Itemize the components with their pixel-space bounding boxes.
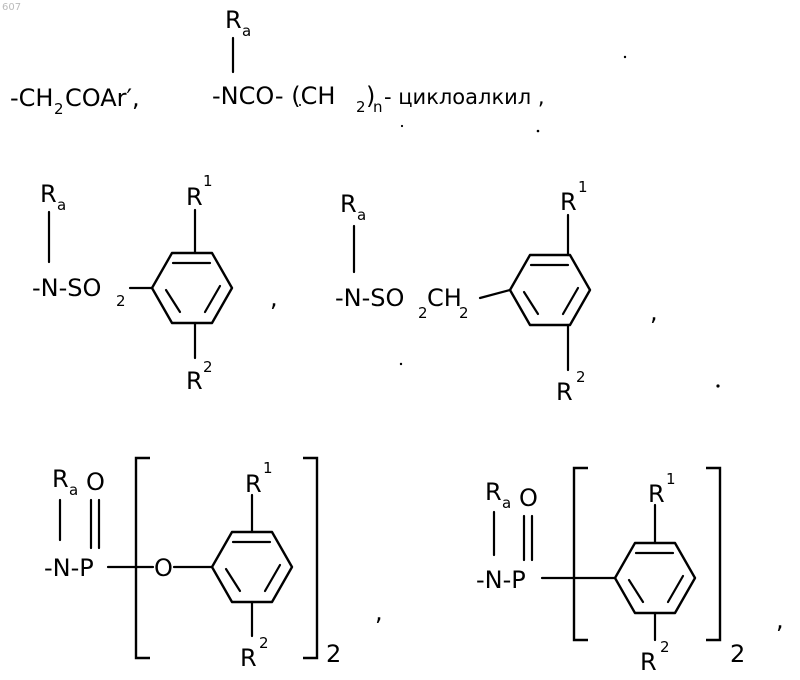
p2-r1: R bbox=[648, 480, 665, 508]
p1-ether: O bbox=[154, 554, 173, 582]
s1-r2-sup: 2 bbox=[203, 358, 213, 376]
structure-n-so2ch2-aryl: R a -N-SO 2 CH 2 R 1 R 2 , bbox=[335, 178, 658, 406]
s1-r1-sup: 1 bbox=[203, 172, 213, 190]
p1-r2-sup: 2 bbox=[259, 634, 269, 652]
p2-oxo: O bbox=[519, 484, 538, 512]
p1-separator: , bbox=[375, 598, 383, 626]
s2-r1: R bbox=[560, 188, 577, 216]
p2-r2-sup: 2 bbox=[660, 638, 670, 656]
scan-speck bbox=[400, 363, 402, 365]
p2-ra: R bbox=[485, 478, 502, 506]
structure-n-p-o-aryl: R a O -N-P O R 1 R 2 2 , bbox=[44, 458, 383, 672]
s2-ring-bond bbox=[480, 290, 510, 298]
s1-r1: R bbox=[186, 183, 203, 211]
s2-r2: R bbox=[556, 378, 573, 406]
p1-chain: -N-P bbox=[44, 554, 94, 582]
p2-benzene-ring bbox=[615, 543, 695, 613]
scan-speck bbox=[537, 130, 540, 133]
p1-multiplier: 2 bbox=[326, 640, 341, 668]
s2-chain-sub2: 2 bbox=[459, 304, 469, 322]
p2-separator: , bbox=[776, 606, 784, 634]
structure-n-p-aryl: R a O -N-P R 1 R 2 2 , bbox=[476, 468, 784, 676]
scan-speck bbox=[716, 384, 719, 387]
p2-r1-sup: 1 bbox=[666, 470, 676, 488]
s1-chain: -N-SO bbox=[32, 274, 101, 302]
f1-post: COAr′, bbox=[65, 84, 140, 112]
p1-r1: R bbox=[245, 470, 262, 498]
p1-ra: R bbox=[52, 465, 69, 493]
p1-r2: R bbox=[240, 644, 257, 672]
f2-ra: R bbox=[225, 6, 242, 34]
p1-ra-sub: a bbox=[69, 481, 78, 499]
s1-benzene-ring bbox=[152, 253, 232, 323]
s2-r2-sup: 2 bbox=[576, 368, 586, 386]
s2-chain-mid: CH bbox=[427, 284, 462, 312]
formula-ch2coar: -CH 2 COAr′, bbox=[10, 84, 140, 118]
p2-right-bracket bbox=[706, 468, 720, 640]
p1-benzene-ring bbox=[212, 532, 292, 602]
s2-ra: R bbox=[340, 190, 357, 218]
f2-n-sub: n bbox=[373, 98, 383, 116]
page-number: 607 bbox=[2, 2, 21, 13]
f2-main: -NCO- (CH bbox=[212, 82, 335, 110]
s1-r2: R bbox=[186, 367, 203, 395]
s1-chain-sub: 2 bbox=[116, 292, 126, 310]
p2-r2: R bbox=[640, 648, 657, 676]
s2-chain: -N-SO bbox=[335, 284, 404, 312]
structure-n-so2-aryl: R a -N-SO 2 R 1 R 2 , bbox=[32, 172, 278, 395]
formula-nco-cycloalkyl: R a -NCO- (CH 2 ) n - циклоалкил , bbox=[212, 6, 545, 116]
s2-benzene-ring bbox=[510, 255, 590, 325]
p1-right-bracket bbox=[303, 458, 317, 658]
p1-left-bracket bbox=[136, 458, 150, 658]
p2-left-bracket bbox=[574, 468, 588, 640]
f1-pre: -CH bbox=[10, 84, 53, 112]
f2-ch2-sub: 2 bbox=[356, 98, 366, 116]
p2-multiplier: 2 bbox=[730, 640, 745, 668]
p2-chain: -N-P bbox=[476, 566, 526, 594]
scan-speck bbox=[299, 104, 301, 106]
s2-r1-sup: 1 bbox=[578, 178, 588, 196]
p1-oxo: O bbox=[86, 468, 105, 496]
f1-sub: 2 bbox=[54, 100, 64, 118]
scan-speck bbox=[401, 125, 403, 127]
s1-separator: , bbox=[270, 284, 278, 312]
f2-tail: - циклоалкил , bbox=[384, 85, 545, 109]
s1-ra-sub: a bbox=[57, 196, 66, 214]
s2-separator: , bbox=[650, 298, 658, 326]
s1-ra: R bbox=[40, 180, 57, 208]
s2-ra-sub: a bbox=[357, 206, 366, 224]
f2-ra-sub: a bbox=[242, 22, 251, 40]
p1-r1-sup: 1 bbox=[263, 459, 273, 477]
p2-ra-sub: a bbox=[502, 494, 511, 512]
scan-speck bbox=[624, 56, 626, 58]
